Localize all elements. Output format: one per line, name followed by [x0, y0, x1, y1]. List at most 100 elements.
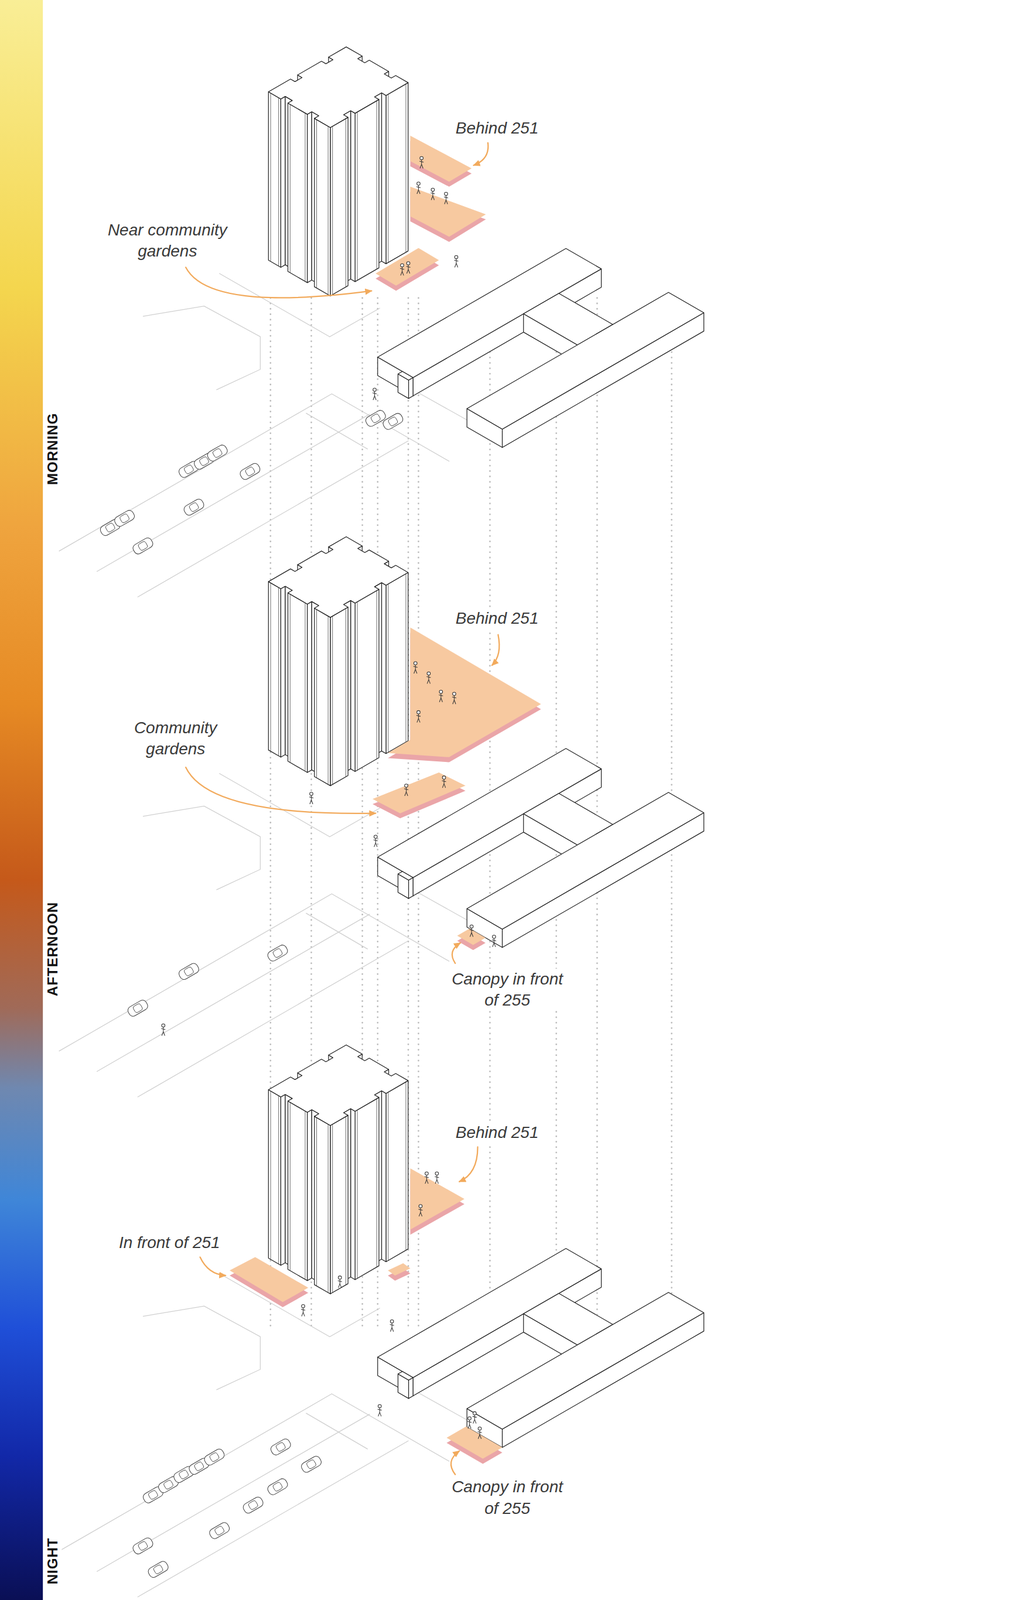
ground-line — [331, 1394, 449, 1462]
tower-face — [350, 600, 356, 772]
car-body — [241, 1495, 265, 1516]
person-head — [431, 188, 435, 192]
tower-face — [330, 117, 348, 296]
person-body — [309, 795, 314, 805]
person-head — [337, 1276, 342, 1280]
building-roof — [466, 292, 704, 429]
person-body — [413, 664, 418, 674]
person-figure — [443, 192, 449, 204]
callout-label: Behind 251 — [453, 117, 541, 139]
person-figure — [467, 1416, 472, 1429]
person-head — [469, 924, 474, 929]
car-icon — [113, 509, 136, 529]
tower-flute — [332, 1124, 333, 1293]
building-roof — [397, 371, 413, 381]
person-head — [439, 690, 443, 695]
person-body — [390, 1323, 395, 1332]
tower-251 — [268, 536, 408, 786]
dotted-guide — [596, 298, 599, 1327]
activity-area — [457, 928, 486, 946]
car-icon — [131, 1536, 155, 1556]
person-head — [427, 671, 431, 676]
activity-area — [375, 247, 439, 286]
person-head — [473, 1411, 477, 1416]
tower-face — [288, 103, 308, 283]
time-of-day-label: MORNING — [44, 411, 62, 487]
scene — [59, 46, 705, 1598]
car-roof — [209, 1452, 220, 1463]
car-roof — [305, 1459, 317, 1471]
car-body — [131, 536, 155, 556]
leader-arrow — [473, 142, 489, 166]
tower-flute — [356, 111, 358, 280]
person-head — [492, 935, 497, 939]
tower-face — [386, 1080, 409, 1262]
tower-face — [354, 99, 379, 282]
ground-line — [97, 1414, 370, 1572]
car-roof — [137, 1541, 149, 1552]
tower-flute — [278, 97, 279, 266]
person-figure — [492, 935, 497, 948]
building-255 — [377, 748, 705, 948]
person-figure — [377, 1404, 382, 1417]
car-roof — [214, 1525, 225, 1537]
person-figure — [424, 1172, 429, 1184]
person-figure — [453, 255, 459, 268]
person-figure — [372, 388, 377, 401]
tower-roof — [268, 1044, 408, 1126]
person-head — [413, 661, 418, 666]
person-figure — [413, 661, 418, 674]
callout-label: In front of 251 — [117, 1232, 222, 1254]
person-body — [426, 675, 431, 685]
person-head — [442, 776, 446, 780]
tower-face — [350, 110, 356, 282]
tower-flute — [278, 1095, 279, 1265]
car-icon — [266, 1477, 290, 1497]
tower-face — [381, 582, 387, 754]
person-figure — [416, 182, 421, 194]
car-roof — [178, 1469, 190, 1481]
person-body — [424, 1174, 429, 1184]
tower-face — [268, 581, 281, 758]
tower-flute — [387, 1092, 389, 1261]
person-head — [425, 1172, 429, 1176]
tower-face — [288, 592, 308, 773]
person-head — [418, 1204, 423, 1209]
car-roof — [244, 466, 256, 477]
tower-face — [307, 111, 313, 283]
tower-flute — [270, 93, 272, 262]
time-panel — [59, 1044, 705, 1598]
person-figure — [477, 1426, 483, 1439]
dotted-guide — [417, 298, 420, 1327]
person-head — [309, 792, 314, 797]
ground-lines — [59, 273, 470, 597]
person-head — [419, 156, 424, 160]
tower-face — [307, 1109, 313, 1282]
tower-251 — [268, 1044, 408, 1294]
ground-line — [329, 808, 380, 838]
person-figure — [442, 776, 447, 788]
car-roof — [132, 1003, 143, 1014]
person-head — [452, 692, 457, 696]
car-body — [207, 1521, 231, 1541]
tower-face — [386, 82, 409, 264]
tower-flute — [328, 616, 329, 785]
tower-face — [280, 1094, 286, 1266]
person-body — [404, 787, 409, 797]
callout-label: Canopy in front of 255 — [448, 968, 567, 1012]
time-panel — [59, 46, 705, 597]
car-body — [202, 1447, 226, 1468]
person-head — [417, 710, 421, 715]
tower-flute — [304, 602, 306, 771]
person-body — [467, 1420, 472, 1430]
car-icon — [126, 998, 150, 1019]
activity-area — [410, 135, 473, 182]
tower-flute — [316, 609, 317, 778]
tower-face — [280, 586, 286, 758]
car-body — [131, 1536, 155, 1556]
tower-flute — [304, 1111, 306, 1280]
tower-face — [268, 91, 281, 268]
person-body — [452, 695, 457, 705]
person-head — [454, 255, 459, 259]
